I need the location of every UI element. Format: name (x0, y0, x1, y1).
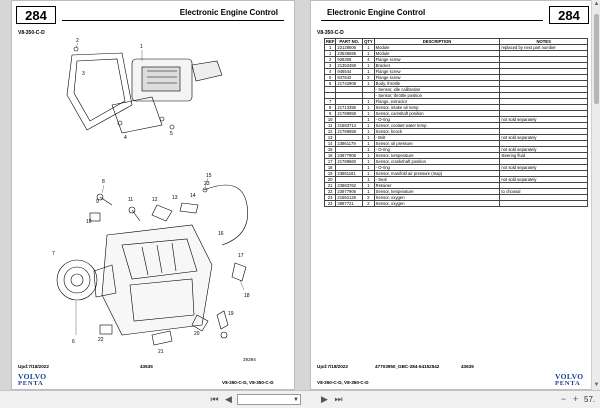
gasket-frame (66, 52, 133, 131)
page-title: Electronic Engine Control (327, 8, 426, 17)
col-qty: QTY (362, 38, 375, 45)
logo-volvo: VOLVO (18, 372, 47, 381)
footer-doc-id: 47703950_GBC-284-54152542 (375, 364, 440, 369)
footer-date: Upd:7/18/2022 (317, 364, 348, 369)
bottom-toolbar: ⏮ ◀ ▼ ▶ ⏭ − + 57. (0, 390, 600, 408)
flange-screw (73, 46, 79, 52)
callout-7: 7 (52, 251, 55, 257)
chevron-down-icon: ▼ (293, 397, 299, 403)
vertical-scrollbar[interactable]: ▲ ▼ (591, 0, 600, 390)
scroll-up-icon[interactable]: ▲ (593, 1, 600, 7)
callout-21: 21 (158, 349, 164, 355)
col-ref: REF (323, 38, 337, 45)
callout-2: 2 (76, 38, 79, 44)
callout-3: 3 (82, 71, 85, 77)
callout-11: 11 (128, 197, 133, 203)
left-page: 284 Electronic Engine Control V8-350-C-D (11, 0, 295, 390)
zoom-out-icon[interactable]: − (560, 394, 567, 404)
cell-part-no: 3887721 (335, 200, 364, 207)
callout-12: 12 (152, 197, 158, 203)
col-part-no: PART NO. (335, 38, 364, 45)
right-page: Electronic Engine Control 284 V8-350-C-D… (310, 0, 594, 390)
logo-volvo: VOLVO (555, 372, 584, 381)
callout-4: 4 (124, 135, 127, 141)
callout-6: 6 (72, 339, 75, 345)
zoom-in-icon[interactable]: + (572, 394, 579, 404)
logo-penta: PENTA (555, 380, 581, 387)
callout-16: 16 (218, 231, 224, 237)
footer-code: 43635 (140, 364, 153, 369)
next-page-icon[interactable]: ▶ (321, 394, 328, 404)
model-label: V8-350-C-D (18, 30, 45, 36)
callout-5: 5 (170, 131, 173, 137)
page-selector[interactable]: ▼ (237, 394, 301, 405)
header-bar: Electronic Engine Control (62, 8, 284, 21)
last-page-icon[interactable]: ⏭ (334, 394, 343, 404)
callout-20: 20 (194, 331, 200, 337)
callout-19: 19 (228, 311, 234, 317)
callout-17: 17 (238, 253, 244, 259)
header-bar: Electronic Engine Control (321, 8, 543, 21)
left-page-header: 284 Electronic Engine Control (16, 5, 290, 25)
first-page-icon[interactable]: ⏮ (210, 394, 219, 404)
footer-model-line: V8-350-C-D, V8-350-C-D (317, 380, 369, 385)
footer-model-line: V8-350-C-D, V8-350-C-D (222, 380, 274, 385)
callout-18: 18 (244, 293, 250, 299)
right-page-header: Electronic Engine Control 284 (315, 5, 589, 25)
model-label: V8-350-C-D (317, 30, 344, 36)
cell-description: Sensor, oxygen (373, 200, 501, 207)
footer-date: Upd:7/18/2022 (18, 364, 49, 369)
cell-ref: 23 (323, 200, 337, 207)
scroll-down-icon[interactable]: ▼ (593, 382, 600, 388)
callout-14: 14 (190, 193, 196, 199)
volvo-penta-logo: VOLVO PENTA (18, 373, 47, 387)
scroll-thumb[interactable] (594, 14, 599, 104)
page-number-box: 284 (16, 6, 56, 24)
cell-notes (499, 200, 588, 207)
logo-penta: PENTA (18, 380, 44, 387)
page-number-box: 284 (549, 6, 589, 24)
cell-qty: 2 (362, 200, 375, 207)
callout-1: 1 (140, 44, 143, 50)
diagram-id: 29294 (243, 357, 256, 362)
page-title: Electronic Engine Control (179, 8, 278, 17)
prev-page-icon[interactable]: ◀ (225, 394, 232, 404)
callout-8: 8 (102, 179, 105, 185)
callout-10: 10 (86, 219, 92, 225)
callout-13: 13 (172, 195, 178, 201)
callout-22: 22 (98, 337, 104, 343)
volvo-penta-logo: VOLVO PENTA (555, 373, 584, 387)
callout-23: 23 (204, 181, 210, 187)
zoom-level[interactable]: 57. (584, 395, 596, 404)
callout-15: 15 (206, 173, 212, 179)
footer-code: 43635 (461, 364, 474, 369)
exploded-parts-diagram: 1 2 3 4 5 6 7 8 9 10 11 12 13 14 15 16 1… (52, 38, 250, 355)
callout-9: 9 (96, 199, 99, 205)
